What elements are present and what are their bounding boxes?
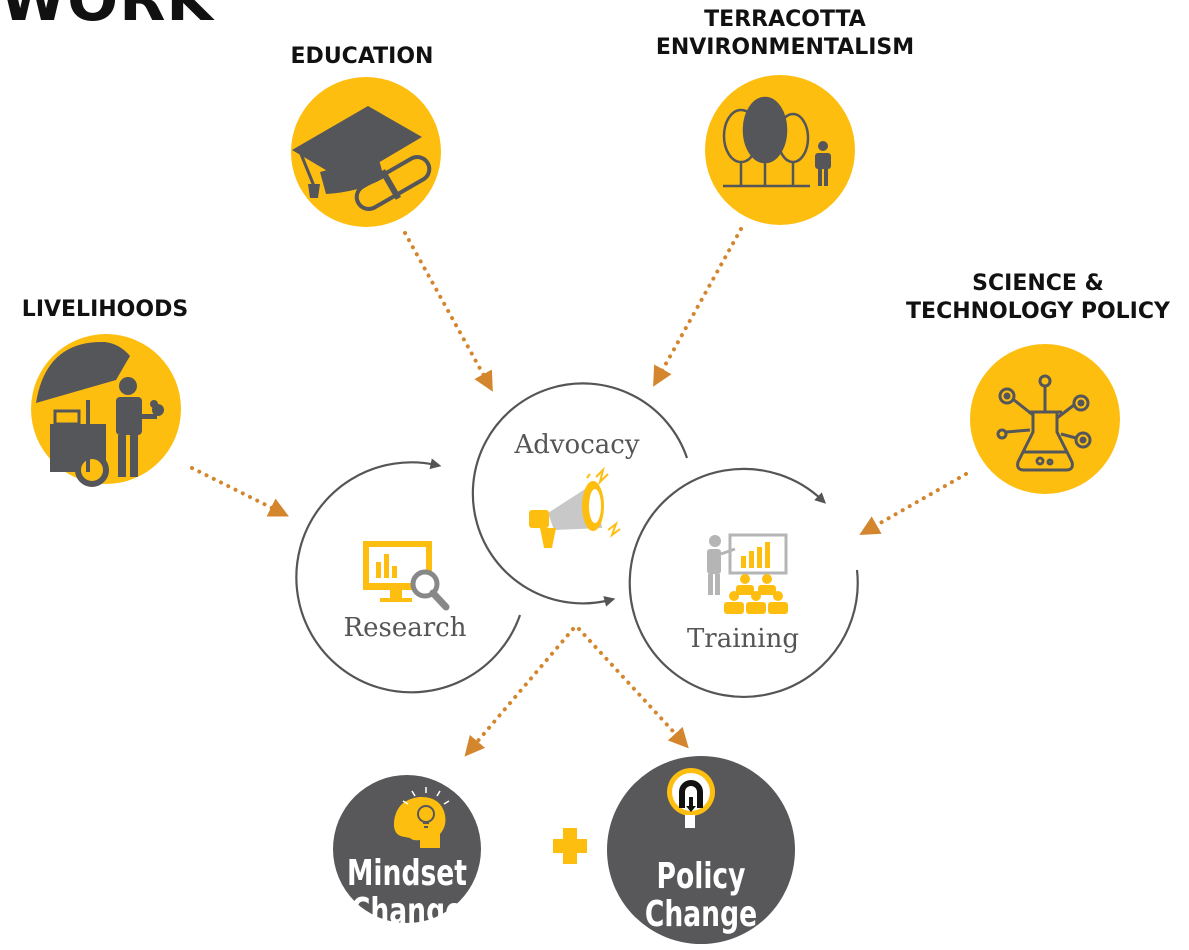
plus-icon (553, 828, 587, 864)
arrow-terracotta (653, 227, 743, 387)
label-policy-change: Policy Change (635, 858, 766, 934)
pillar-arrows (190, 227, 968, 757)
label-advocacy: Advocacy (514, 430, 640, 460)
label-mindset-line2: Change (350, 891, 464, 932)
cycle-arcs (295, 382, 859, 698)
label-science-line2: TECHNOLOGY POLICY (906, 299, 1170, 324)
science-circle (970, 344, 1120, 494)
label-livelihoods: LIVELIHOODS (21, 297, 189, 322)
megaphone-icon (529, 466, 621, 548)
arrow-livelihoods (190, 466, 289, 517)
research-arc (295, 458, 522, 694)
label-science: SCIENCE & TECHNOLOGY POLICY (888, 270, 1188, 326)
label-mindset-line1: Mindset (346, 853, 467, 894)
policy-circle (607, 756, 795, 944)
label-mindset-change: Mindset Change (341, 855, 472, 931)
page-heading: WORK (0, 0, 214, 35)
training-arc (628, 467, 859, 698)
label-research: Research (343, 613, 467, 643)
label-training: Training (686, 624, 800, 654)
label-terracotta-line2: ENVIRONMENTALISM (655, 35, 915, 60)
trees-icon (722, 96, 831, 188)
advocacy-arc (471, 382, 689, 607)
arrow-policy (577, 627, 689, 749)
graduation-cap-icon (292, 106, 432, 211)
label-policy-line1: Policy (656, 856, 746, 897)
science-network-icon (996, 374, 1092, 472)
label-science-line1: SCIENCE & (972, 271, 1104, 296)
vendor-cart-icon (36, 341, 164, 487)
research-monitor-icon (363, 541, 450, 611)
arrow-education (403, 231, 493, 392)
arrow-science (859, 472, 968, 535)
label-terracotta-line1: TERRACOTTA (704, 7, 866, 32)
label-education: EDUCATION (290, 44, 434, 69)
training-presentation-icon (707, 533, 788, 614)
arrow-mindset (464, 627, 575, 757)
label-terracotta: TERRACOTTA ENVIRONMENTALISM (630, 6, 940, 62)
label-policy-line2: Change (644, 894, 758, 935)
magnet-icon (667, 768, 715, 828)
head-lightbulb-icon (393, 787, 450, 848)
